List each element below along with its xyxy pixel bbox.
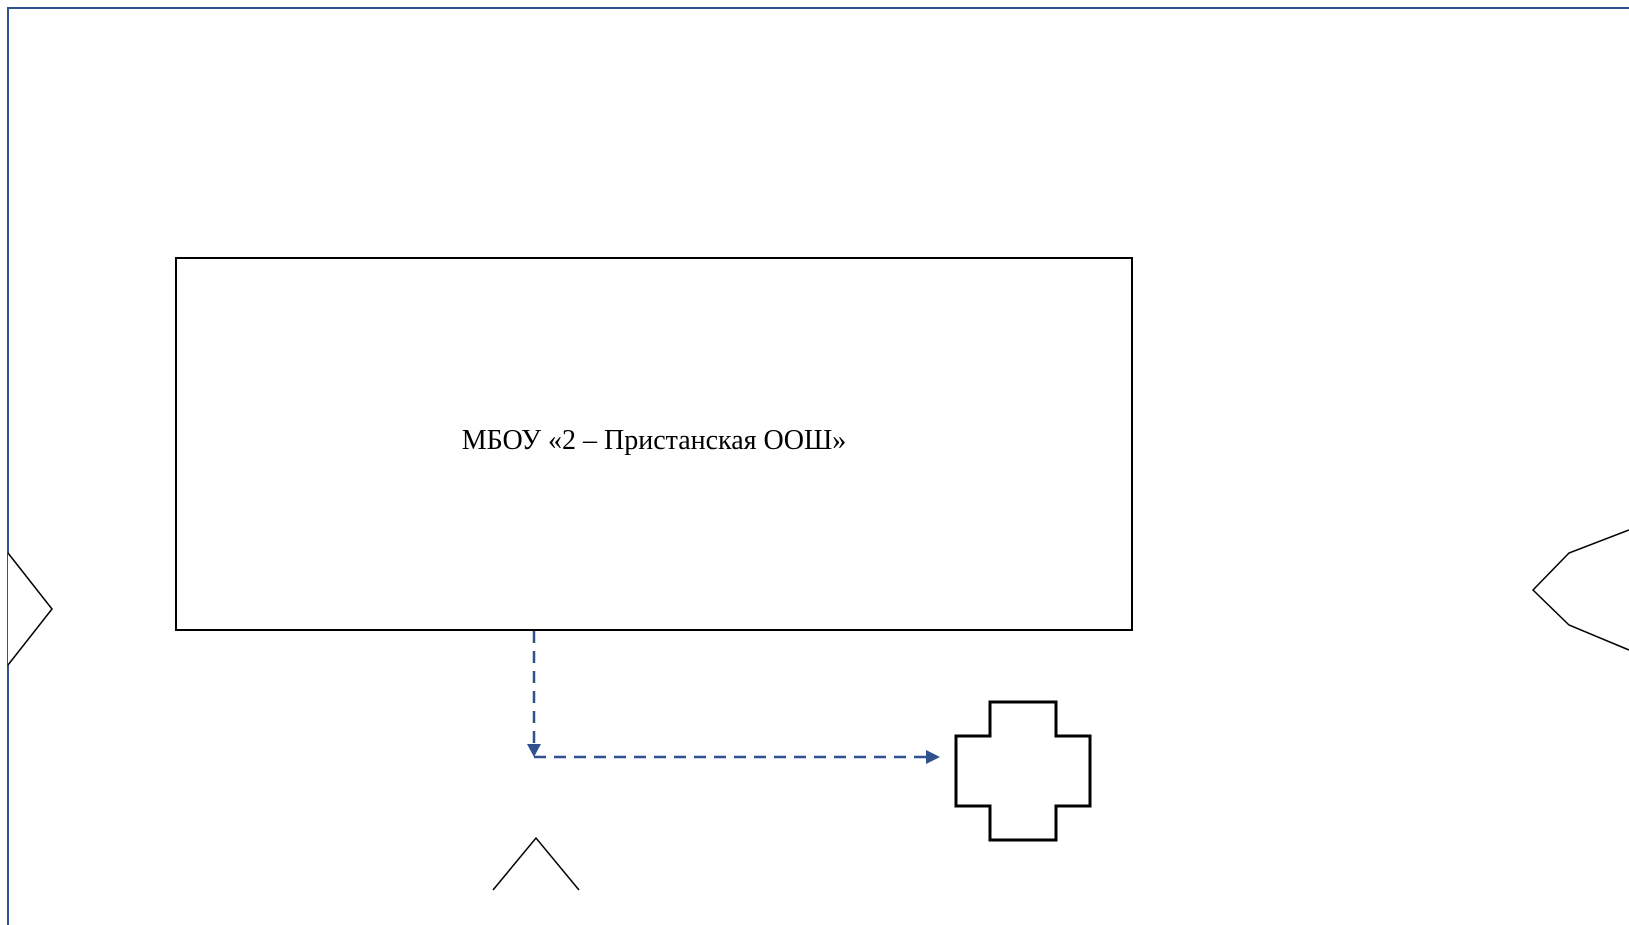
route-arrowhead-right: [926, 750, 940, 764]
medical-cross-icon: [954, 700, 1092, 842]
triangle-marker-bottom-icon: [492, 836, 580, 891]
route-arrowhead-down: [527, 744, 541, 757]
school-building: [175, 257, 1133, 631]
triangle-marker-right-icon: [1531, 529, 1629, 651]
triangle-marker-left-icon: [7, 552, 53, 666]
